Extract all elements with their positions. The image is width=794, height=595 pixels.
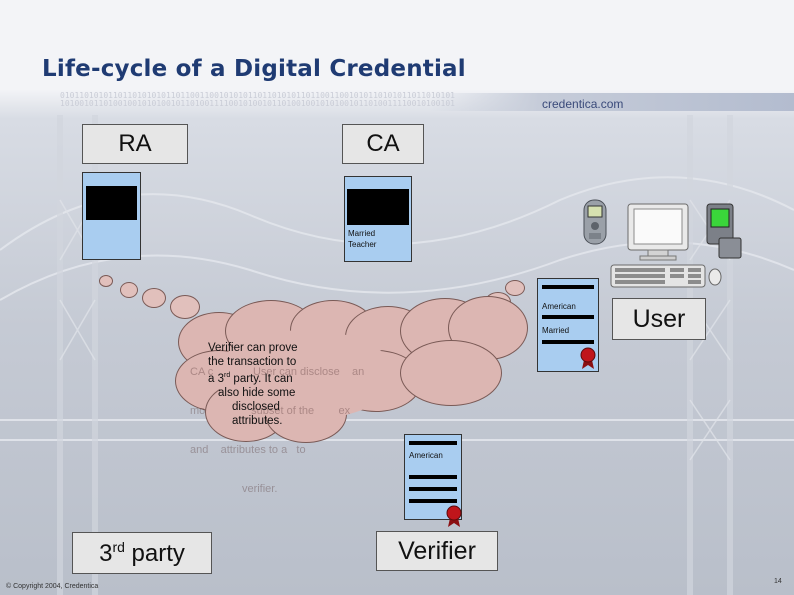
- user-card-bar: [542, 340, 594, 344]
- thought-bubble: [505, 280, 525, 296]
- cloud-line-part: a 3: [208, 372, 224, 385]
- faded-cloud-text: CA c User can disclose an mo subset of t…: [190, 340, 364, 509]
- cloud-line: Verifier can prove: [208, 342, 298, 354]
- user-card-bar: [542, 315, 594, 319]
- header-band: [430, 93, 794, 111]
- verifier-card-bar: [409, 441, 457, 445]
- cloud-line-part: party. It can: [230, 372, 293, 385]
- faded-cloud-line: mo subset of the ex: [190, 405, 351, 417]
- verifier-card: American: [404, 434, 462, 520]
- verifier-card-bar: [409, 487, 457, 491]
- cloud-line: also hide some: [218, 386, 296, 399]
- keyboard-icon: [610, 264, 706, 288]
- ra-label-box: RA: [82, 124, 188, 164]
- faded-cloud-line: verifier.: [190, 483, 278, 495]
- slide-title: Life-cycle of a Digital Credential: [42, 56, 466, 82]
- third-party-label-box: 3rd party: [72, 532, 212, 574]
- user-card-bar: [542, 285, 594, 289]
- user-card-line2: Married: [542, 326, 570, 335]
- ra-card: [82, 172, 141, 260]
- thought-bubble: [120, 282, 138, 298]
- ca-label: CA: [366, 130, 400, 157]
- verifier-card-bar: [409, 475, 457, 479]
- ca-label-box: CA: [342, 124, 424, 164]
- cloud-line: disclosed: [232, 400, 280, 413]
- thought-bubble: [142, 288, 166, 308]
- verifier-card-bar: [409, 499, 457, 503]
- mouse-icon: [708, 268, 722, 286]
- ca-card: Married Teacher: [344, 176, 412, 262]
- binary-line-1: 0101101010110110101010110110011001010101…: [60, 92, 455, 100]
- third-party-label-sup: rd: [112, 538, 125, 555]
- ra-label: RA: [118, 130, 152, 157]
- computer-icon: [627, 203, 689, 261]
- third-party-label-part: party: [124, 539, 185, 567]
- ca-card-photo: [347, 189, 409, 225]
- red-seal-icon: [580, 347, 596, 369]
- brand-label: credentica.com: [542, 97, 624, 111]
- thought-bubble: [99, 275, 113, 287]
- verifier-label-box: Verifier: [376, 531, 498, 571]
- cloud-line: a 3rd party. It can: [208, 369, 298, 386]
- user-card-line1: American: [542, 302, 576, 311]
- faded-cloud-line: and attributes to a to: [190, 444, 306, 456]
- third-party-label: 3rd party: [99, 539, 185, 568]
- ca-card-line2: Teacher: [348, 240, 377, 249]
- cloud-line: attributes.: [232, 414, 283, 427]
- faded-cloud-line: CA c User can disclose an: [190, 366, 365, 378]
- third-party-label-part: 3: [99, 539, 113, 567]
- pda-icon: [706, 203, 742, 259]
- phone-icon: [583, 199, 607, 245]
- cloud-message: Verifier can prove the transaction to a …: [208, 341, 298, 428]
- ra-card-photo: [86, 186, 137, 220]
- verifier-card-line1: American: [409, 451, 443, 460]
- binary-strip: 0101101010110110101010110110011001010101…: [60, 92, 780, 112]
- cloud-line-sup: rd: [224, 372, 231, 379]
- ca-card-line1: Married: [348, 229, 376, 238]
- red-seal-icon: [446, 505, 462, 527]
- cloud-puff: [215, 330, 395, 420]
- cloud-puff: [400, 340, 502, 406]
- binary-line-2: 1010010110100100101010010110100111100101…: [60, 99, 455, 108]
- page-number: 14: [774, 578, 782, 585]
- thought-bubble: [170, 295, 200, 319]
- cloud-line: the transaction to: [208, 356, 297, 368]
- user-label: User: [632, 304, 686, 333]
- copyright: © Copyright 2004, Credentica: [6, 583, 99, 590]
- verifier-label: Verifier: [398, 536, 476, 565]
- user-label-box: User: [612, 298, 706, 340]
